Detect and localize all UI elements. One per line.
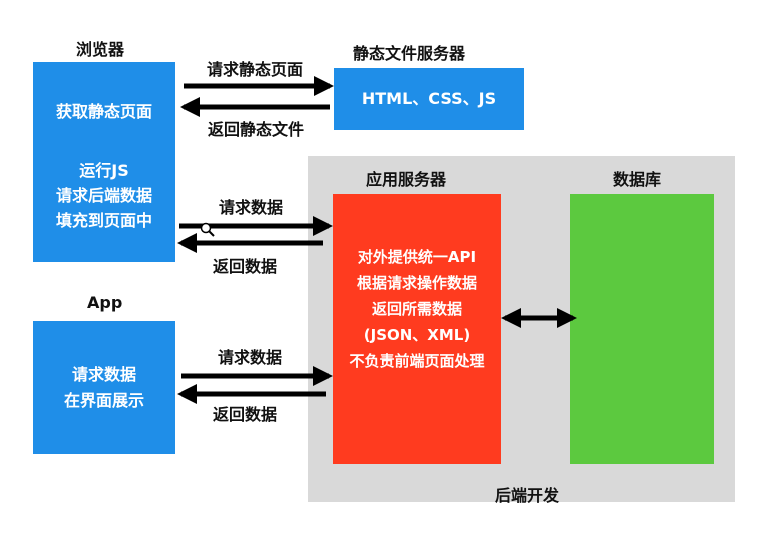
app-line-1: 请求数据 [71,364,136,384]
app-server-line-4: (JSON、XML) [363,326,471,344]
app-server-title: 应用服务器 [366,170,447,189]
app-server-lines: 对外提供统一API 根据请求操作数据 返回所需数据 (JSON、XML) 不负责… [333,244,501,374]
backend-title: 后端开发 [495,486,560,505]
app-server-line-3: 返回所需数据 [371,300,462,318]
browser-line-3: 请求后端数据 [55,186,152,205]
request-data-app-label: 请求数据 [218,348,283,367]
database-box [570,194,714,464]
request-data-browser-label: 请求数据 [219,198,284,217]
browser-box: 获取静态页面 运行JS 请求后端数据 填充到页面中 [33,62,175,262]
zoom-cursor-icon [200,222,215,237]
static-server-title: 静态文件服务器 [353,44,466,63]
app-line-2: 在界面展示 [63,390,144,410]
browser-line-1: 获取静态页面 [55,102,152,121]
return-static-label: 返回静态文件 [208,120,305,139]
app-box: 请求数据 在界面展示 [33,321,175,454]
static-server-box: HTML、CSS、JS [334,68,524,130]
return-data-app-label: 返回数据 [213,405,278,424]
database-title: 数据库 [613,170,662,189]
static-server-content: HTML、CSS、JS [361,89,497,108]
browser-title: 浏览器 [76,40,125,59]
browser-lines: 运行JS 请求后端数据 填充到页面中 [33,158,175,233]
return-data-browser-label: 返回数据 [213,257,278,276]
app-server-box: 对外提供统一API 根据请求操作数据 返回所需数据 (JSON、XML) 不负责… [333,194,501,464]
app-title: App [87,293,123,312]
app-server-line-2: 根据请求操作数据 [356,274,477,292]
app-server-line-1: 对外提供统一API [357,248,477,266]
browser-line-4: 填充到页面中 [55,211,152,230]
app-server-line-5: 不负责前端页面处理 [349,352,485,370]
request-static-label: 请求静态页面 [207,60,304,79]
browser-line-2: 运行JS [79,161,129,180]
